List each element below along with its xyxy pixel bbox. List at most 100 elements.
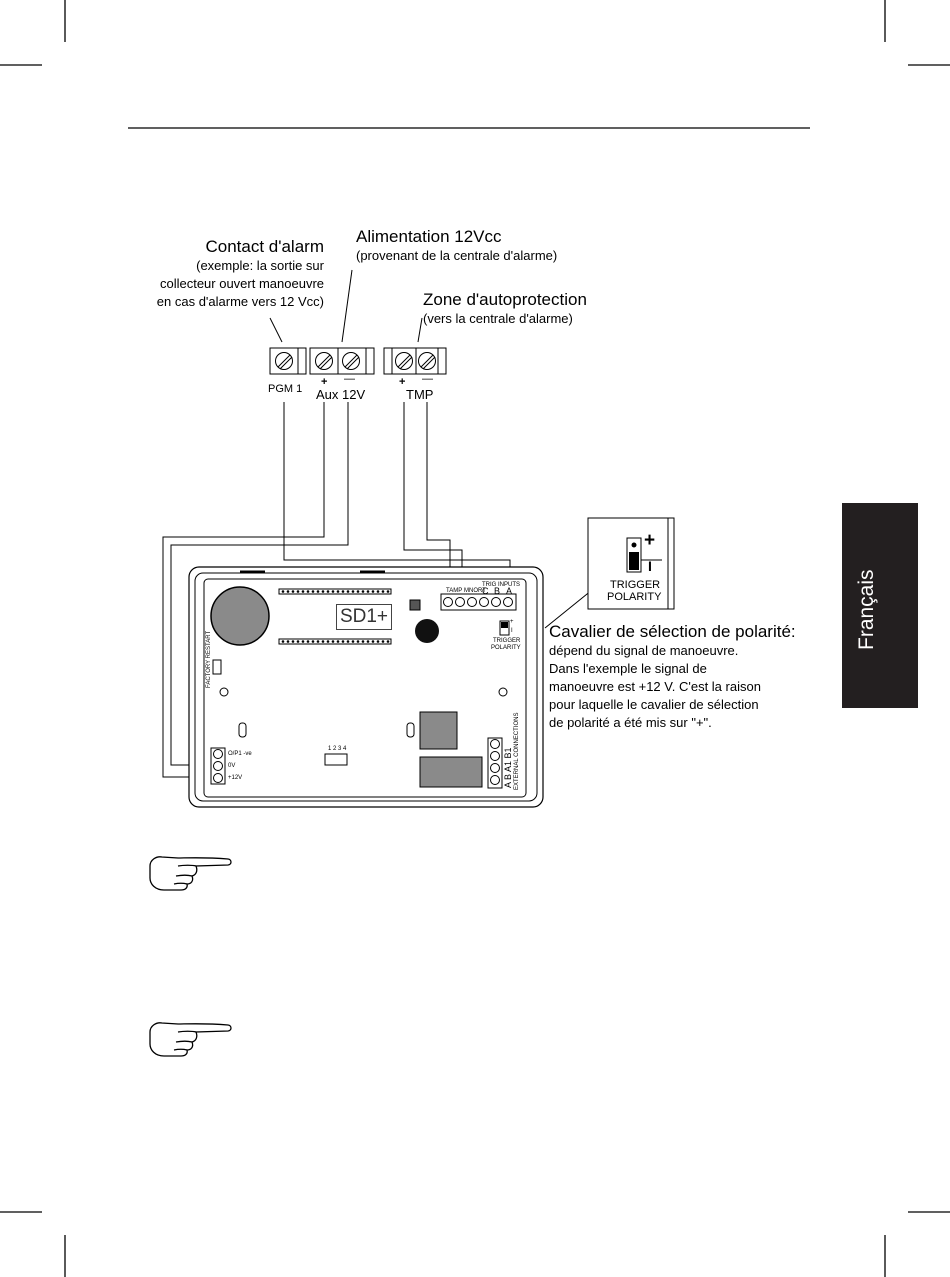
board-trigger-label: TRIGGER	[493, 638, 521, 644]
board-terminal-screws	[213, 597, 513, 785]
board-polarity-label: POLARITY	[491, 645, 521, 651]
polarity-callout-title: Cavalier de sélection de polarité:	[549, 622, 796, 641]
header-pin	[296, 590, 300, 593]
board-jumper-plus-label: +	[510, 619, 514, 625]
header-pin	[311, 590, 315, 593]
siren-icon	[210, 586, 270, 646]
header-pin	[381, 590, 385, 593]
mounting-hole-icon	[219, 687, 229, 697]
board-dip-numbers-label: 1 2 3 4	[328, 746, 347, 752]
language-tab-label: Français	[855, 569, 878, 650]
inset-polarity-label: POLARITY	[607, 591, 662, 603]
dip-switch-icon	[324, 753, 348, 766]
header-pin	[341, 590, 345, 593]
polarity-callout-line: pour laquelle le cavalier de sélection	[549, 697, 759, 712]
header-pin	[351, 640, 355, 643]
header-pin	[306, 640, 310, 643]
header-pin	[361, 590, 365, 593]
pointing-hand-icon	[149, 1022, 232, 1057]
header-pin	[366, 640, 370, 643]
header-pin	[376, 640, 380, 643]
contact-callout-title: Contact d'alarm	[205, 237, 324, 256]
header-pin	[316, 590, 320, 593]
terminal-screw-icon	[490, 775, 500, 785]
board-0v-label: 0V	[228, 763, 236, 769]
wires	[162, 402, 511, 778]
terminal-screw-icon	[491, 597, 501, 607]
header-pin	[356, 640, 360, 643]
header-pin	[386, 640, 390, 643]
header-pin	[331, 640, 335, 643]
header-pin	[321, 640, 325, 643]
board-trig-inputs-label: TRIG INPUTS	[482, 582, 521, 588]
header-pin	[311, 640, 315, 643]
header-pin	[301, 590, 305, 593]
aux-minus-label: —	[344, 373, 355, 385]
terminal-block-aux	[309, 347, 375, 375]
tamper-callout-title: Zone d'autoprotection	[423, 290, 587, 309]
header-pin	[286, 640, 290, 643]
header-pin	[351, 590, 355, 593]
header-pin	[346, 590, 350, 593]
tmp-plus-label: +	[399, 376, 406, 388]
board-trig-b-label: B	[494, 586, 501, 596]
header-pin	[376, 590, 380, 593]
board-mnort-label: MNORT	[464, 588, 486, 594]
power-callout-title: Alimentation 12Vcc	[356, 227, 502, 246]
header-pin	[386, 590, 390, 593]
board-jumper-minus-label: I	[511, 628, 513, 634]
header-pin	[321, 590, 325, 593]
header-pin	[331, 590, 335, 593]
header-pin	[281, 590, 285, 593]
header-pin	[346, 640, 350, 643]
tamper-callout-sub: (vers la centrale d'alarme)	[423, 311, 573, 326]
header-pin	[336, 590, 340, 593]
language-tab	[842, 503, 918, 708]
header-pin	[366, 590, 370, 593]
header-pin	[291, 640, 295, 643]
header-pin	[291, 590, 295, 593]
header-pin	[281, 640, 285, 643]
polarity-callout-line: de polarité a été mis sur "+".	[549, 715, 712, 730]
terminal-screw-icon	[213, 761, 223, 771]
board-op1-label: O/P1 -ve	[228, 751, 252, 757]
board-12v-label: +12V	[228, 775, 243, 781]
board-bus-labels: A B A1 B1	[503, 747, 513, 788]
header-pin	[296, 640, 300, 643]
header-pin	[336, 640, 340, 643]
header-pin	[316, 640, 320, 643]
terminal-screw-icon	[455, 597, 465, 607]
terminal-screw-icon	[213, 773, 223, 783]
header-pin	[286, 590, 290, 593]
terminal-screw-icon	[479, 597, 489, 607]
header-pin	[371, 590, 375, 593]
inset-plus-label: +	[644, 530, 656, 551]
header-pin	[341, 640, 345, 643]
polarity-inset	[587, 517, 675, 610]
board-factory-restart-label: FACTORY RESTART	[206, 630, 212, 688]
terminal-screw-icon	[490, 763, 500, 773]
board-trig-c-label: C	[482, 586, 489, 596]
terminal-screw-icon	[490, 739, 500, 749]
inset-trigger-label: TRIGGER	[610, 579, 661, 591]
contact-callout-line: en cas d'alarme vers 12 Vcc)	[156, 294, 324, 309]
tmp-terminal-label: TMP	[406, 387, 434, 402]
polarity-callout-line: Dans l'exemple le signal de	[549, 661, 707, 676]
header-pin	[306, 590, 310, 593]
tmp-minus-label: —	[422, 373, 433, 385]
controller-board	[188, 566, 544, 808]
terminal-block-tmp	[383, 347, 447, 375]
header-pin	[381, 640, 385, 643]
callout-leaders	[269, 269, 593, 629]
terminal-screw-icon	[213, 749, 223, 759]
terminal-screw-icon	[503, 597, 513, 607]
header-pin	[326, 640, 330, 643]
header-pin	[326, 590, 330, 593]
terminal-screw-icon	[467, 597, 477, 607]
pgm-terminal-label: PGM 1	[268, 383, 303, 395]
header-pin	[301, 640, 305, 643]
buzzer-icon	[415, 619, 439, 643]
aux-terminal-label: Aux 12V	[316, 387, 366, 402]
